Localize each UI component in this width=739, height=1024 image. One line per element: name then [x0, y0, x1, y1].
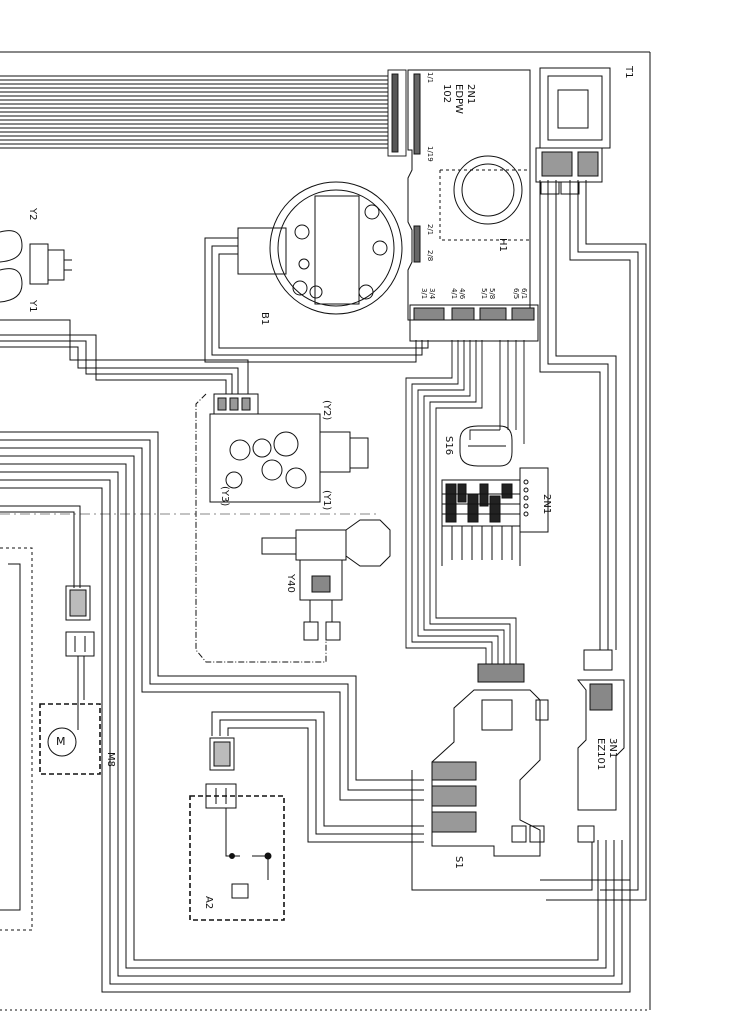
- pin-5-8: 5/8: [488, 288, 496, 299]
- label-h1: H1: [497, 238, 508, 252]
- label-2n1-id: 2N1: [465, 84, 476, 104]
- valves-y1-y2: [0, 230, 72, 303]
- board-s1: [411, 663, 595, 891]
- label-2n1-table: 2N1: [541, 494, 552, 514]
- pin-6-1: 6/1: [520, 288, 528, 299]
- ribbon-to-s1: [405, 340, 525, 668]
- pin-1-19: 1/19: [426, 146, 434, 162]
- label-b1: B1: [259, 312, 270, 325]
- pin-4-1: 4/1: [450, 288, 458, 299]
- labels: T1 2N1 EDPW 102 H1 B1 Y2 Y1 (Y2) (Y1) (Y…: [27, 65, 634, 909]
- motor-m8: [39, 585, 101, 775]
- ribbon-bus: [0, 69, 407, 157]
- label-s16: S16: [443, 436, 454, 455]
- label-valve-y1: (Y1): [321, 490, 332, 510]
- label-3n1: 3N1: [607, 738, 618, 758]
- label-y40: Y40: [285, 573, 296, 593]
- pin-2-1: 2/1: [426, 224, 434, 235]
- pin-3-4: 3/4: [428, 288, 436, 300]
- program-table-2n1: [441, 467, 549, 566]
- sensor-b1: [204, 181, 429, 363]
- sheet-frame: [0, 51, 651, 1011]
- label-y1: Y1: [27, 299, 38, 312]
- relay-a2: [189, 711, 424, 921]
- pin-5-1: 5/1: [480, 288, 488, 299]
- pin-2-8: 2/8: [426, 250, 434, 261]
- label-ez101: EZ101: [595, 738, 606, 770]
- pin-3-1: 3/1: [420, 288, 428, 299]
- label-2n1-name: EDPW: [453, 84, 464, 114]
- transformer-t1: [535, 67, 611, 195]
- valve-y40: [195, 393, 391, 663]
- label-t1: T1: [623, 65, 634, 78]
- plug-s16: [459, 425, 513, 467]
- label-2n1-num: 102: [441, 84, 452, 103]
- label-y2: Y2: [27, 207, 38, 220]
- label-valve-y2: (Y2): [321, 400, 332, 420]
- label-m8: M8: [105, 752, 116, 767]
- pin-1-1: 1/1: [426, 72, 434, 83]
- label-valve-y3: (Y3): [219, 486, 230, 506]
- left-harness: [0, 431, 631, 993]
- board-2n1: [407, 69, 539, 342]
- label-motor-symbol: M: [56, 735, 66, 748]
- label-s1: S1: [453, 856, 464, 869]
- label-a2: A2: [203, 896, 214, 909]
- pin-6-5: 6/5: [512, 288, 520, 299]
- timer-ez101: [539, 180, 647, 901]
- pin-4-6: 4/6: [458, 288, 466, 300]
- multi-valve-block: [0, 319, 380, 515]
